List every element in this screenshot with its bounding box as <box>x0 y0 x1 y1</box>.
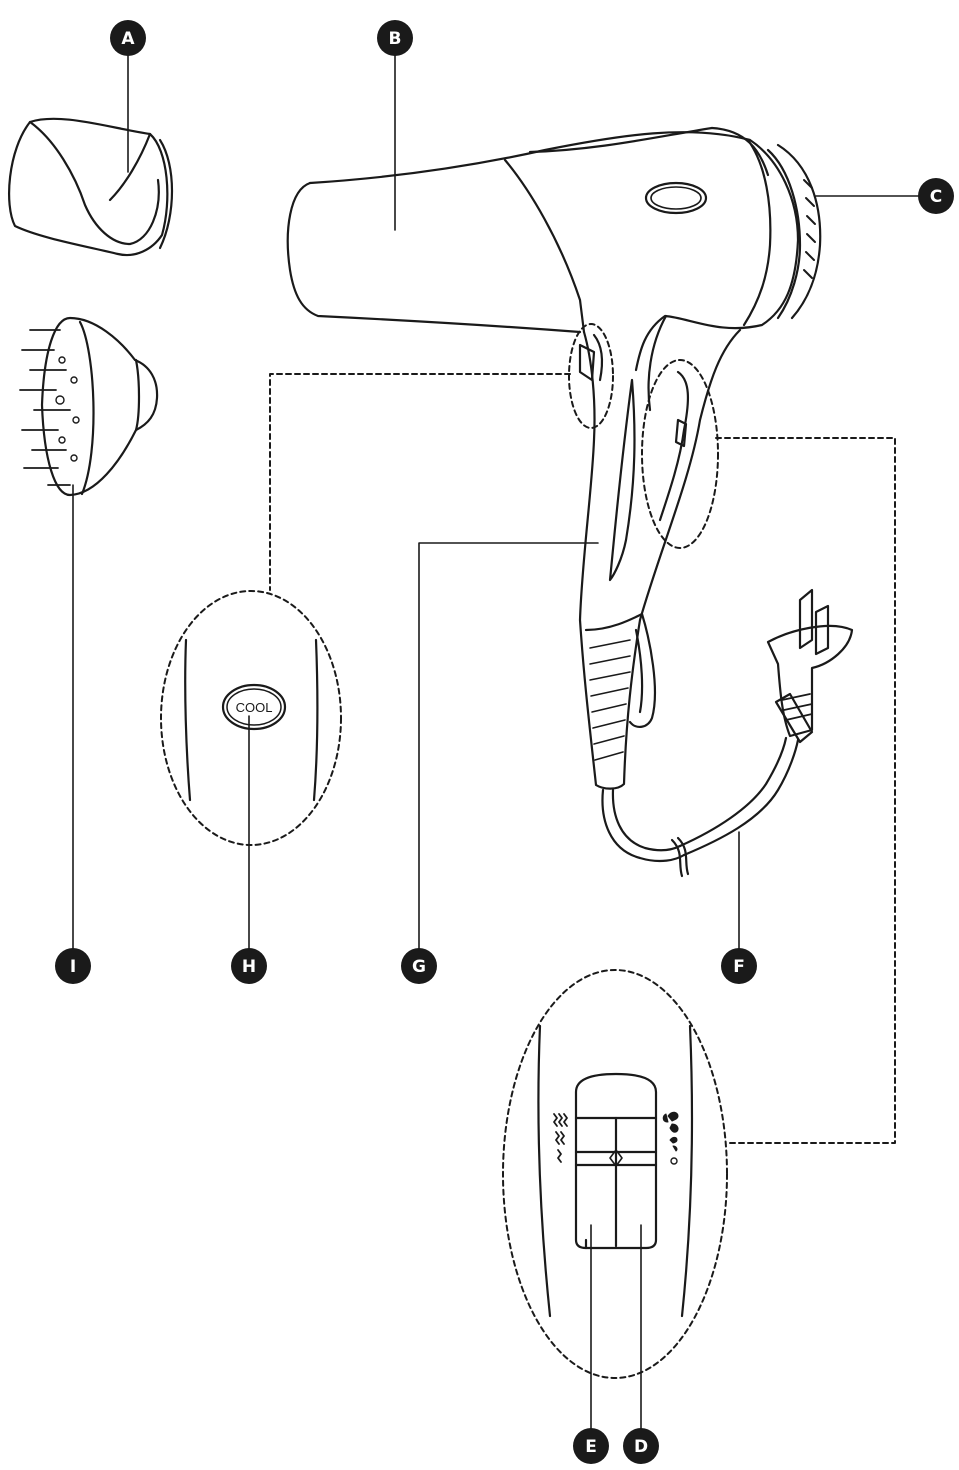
switch-highlight <box>641 359 719 549</box>
callout-i: I <box>55 948 91 984</box>
switch-inset <box>537 1024 694 1318</box>
callout-e: E <box>573 1428 609 1464</box>
callout-b: B <box>377 20 413 56</box>
diffuser <box>19 316 159 497</box>
callout-h: H <box>231 948 267 984</box>
cool-inset-oval <box>160 590 342 846</box>
cool-button-label: COOL <box>236 700 273 715</box>
heat-setting-icon <box>553 1113 568 1163</box>
leader-line-g <box>418 542 599 967</box>
callout-c: C <box>918 178 954 214</box>
fan-speed-icon <box>662 1111 679 1165</box>
callout-b-label: B <box>389 29 402 49</box>
hair-dryer-body <box>286 126 854 878</box>
concentrator-nozzle <box>7 117 174 257</box>
callout-a: A <box>110 20 146 56</box>
callout-f: F <box>721 948 757 984</box>
switch-inset-oval <box>502 969 728 1379</box>
switch-connector-line <box>715 437 896 1144</box>
cool-button-inner <box>226 688 282 726</box>
cool-connector-line <box>269 373 571 591</box>
callout-g-label: G <box>412 957 426 977</box>
callout-e-label: E <box>585 1437 597 1457</box>
callout-g: G <box>401 948 437 984</box>
callout-f-label: F <box>733 957 745 977</box>
callout-d: D <box>623 1428 659 1464</box>
callout-h-label: H <box>242 957 256 977</box>
cool-button-highlight <box>568 323 614 429</box>
callout-a-label: A <box>121 29 135 49</box>
callout-d-label: D <box>634 1437 648 1457</box>
callout-c-label: C <box>930 187 942 207</box>
cool-button-outer <box>221 683 287 731</box>
callout-i-label: I <box>70 957 76 977</box>
slide-switch-housing <box>574 1072 658 1250</box>
cool-inset <box>184 638 319 802</box>
